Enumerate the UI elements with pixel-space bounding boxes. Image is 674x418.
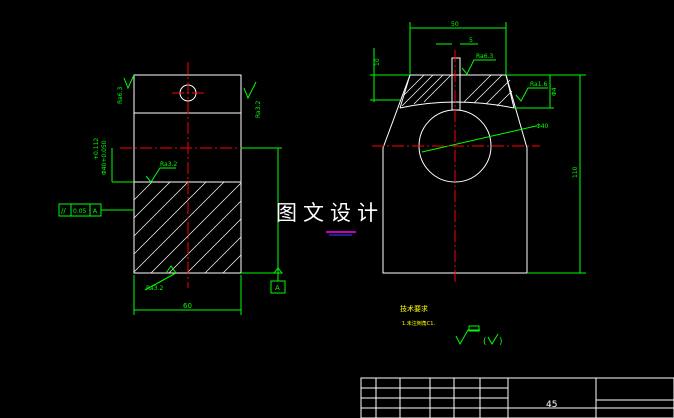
rough-right-top: Ra3.2 — [255, 101, 262, 118]
fit-upper-text: +0.112 — [93, 138, 100, 160]
left-view: 60 +0.112 Φ40+0.050 Ra6.3 Ra3.2 Ra3.2 Ra… — [58, 62, 286, 315]
rough-mid: Ra3.2 — [160, 161, 177, 168]
dim-110-text: 110 — [572, 166, 579, 178]
rough-right-side: Ra1.6 — [530, 81, 547, 88]
right-hatch-area — [401, 74, 513, 107]
dim-50-text: 50 — [451, 21, 459, 28]
notes-title: 技术要求 — [400, 304, 428, 313]
title-block: 45 — [360, 377, 674, 418]
dim-60-text: 60 — [183, 302, 192, 310]
notes-line1: 1.未注倒角C1. — [402, 320, 435, 327]
rough-right-slot: Ra6.3 — [476, 53, 493, 60]
tolerance-datum: A — [93, 208, 98, 215]
rough-left-top: Ra6.3 — [117, 87, 124, 104]
dim-5-text: 5 — [469, 37, 473, 44]
roughness-legend-symbol — [455, 329, 480, 346]
fit-lower-text: Φ40+0.050 — [101, 140, 108, 175]
svg-text://: // — [61, 207, 66, 215]
rough-bottom: Ra3.2 — [146, 285, 163, 292]
right-view: Φ40 50 5 10 110 Φ4 Ra6.3 Ra1.6 — [370, 21, 586, 283]
bore-dia-text: Φ40 — [536, 123, 549, 130]
svg-text:): ) — [499, 337, 503, 347]
tech-notes: 技术要求 1.未注倒角C1. ( ) — [400, 304, 503, 347]
tolerance-value: 0.05 — [73, 208, 87, 215]
datum-box — [270, 280, 286, 294]
dim-phi4-text: Φ4 — [551, 87, 558, 96]
dim-10-text: 10 — [374, 58, 381, 66]
svg-text:(: ( — [483, 337, 487, 347]
titleblock-material: 45 — [546, 400, 557, 410]
datum-box-text: A — [275, 284, 280, 292]
watermark-text: 图文设计 — [276, 201, 384, 225]
